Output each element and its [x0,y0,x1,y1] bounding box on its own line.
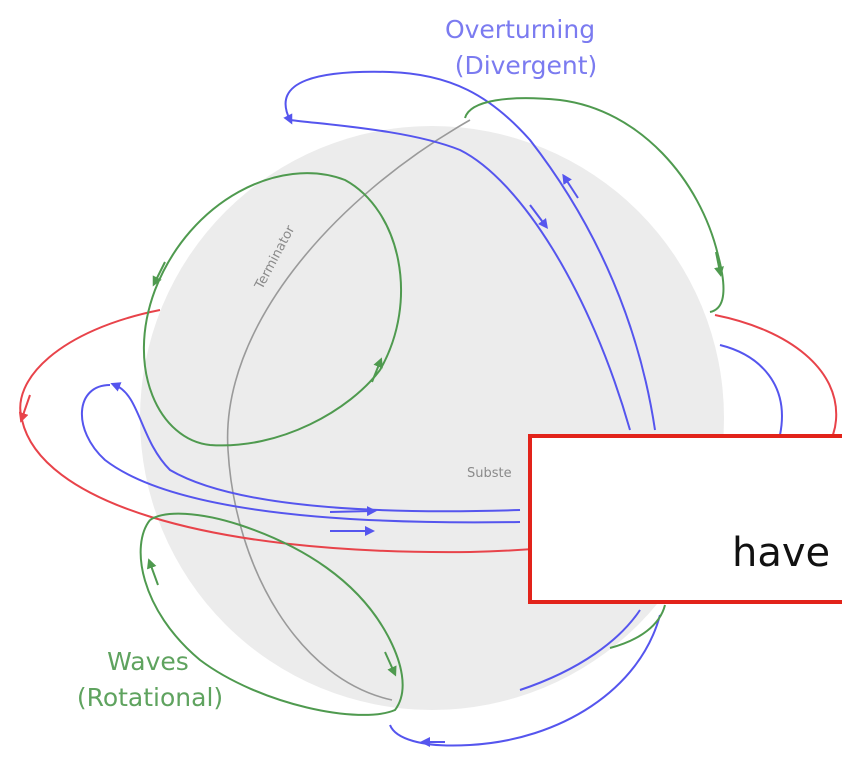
waves-label-line1: Waves [107,647,189,676]
overturning-label-line1: Overturning [445,15,595,44]
red-flow-arrow [22,395,30,418]
overturning-label-line2: (Divergent) [455,51,598,80]
green-wave-arrow-ll-1 [150,563,158,585]
blue-right-loop [720,345,782,435]
blue-equatorial-arrow-inner [330,511,372,512]
planet-sphere [140,126,724,710]
waves-label-line2: (Rotational) [77,683,223,712]
substellar-label: Subste [467,466,512,481]
callout-box: have [528,434,842,604]
callout-text: have [732,530,830,576]
